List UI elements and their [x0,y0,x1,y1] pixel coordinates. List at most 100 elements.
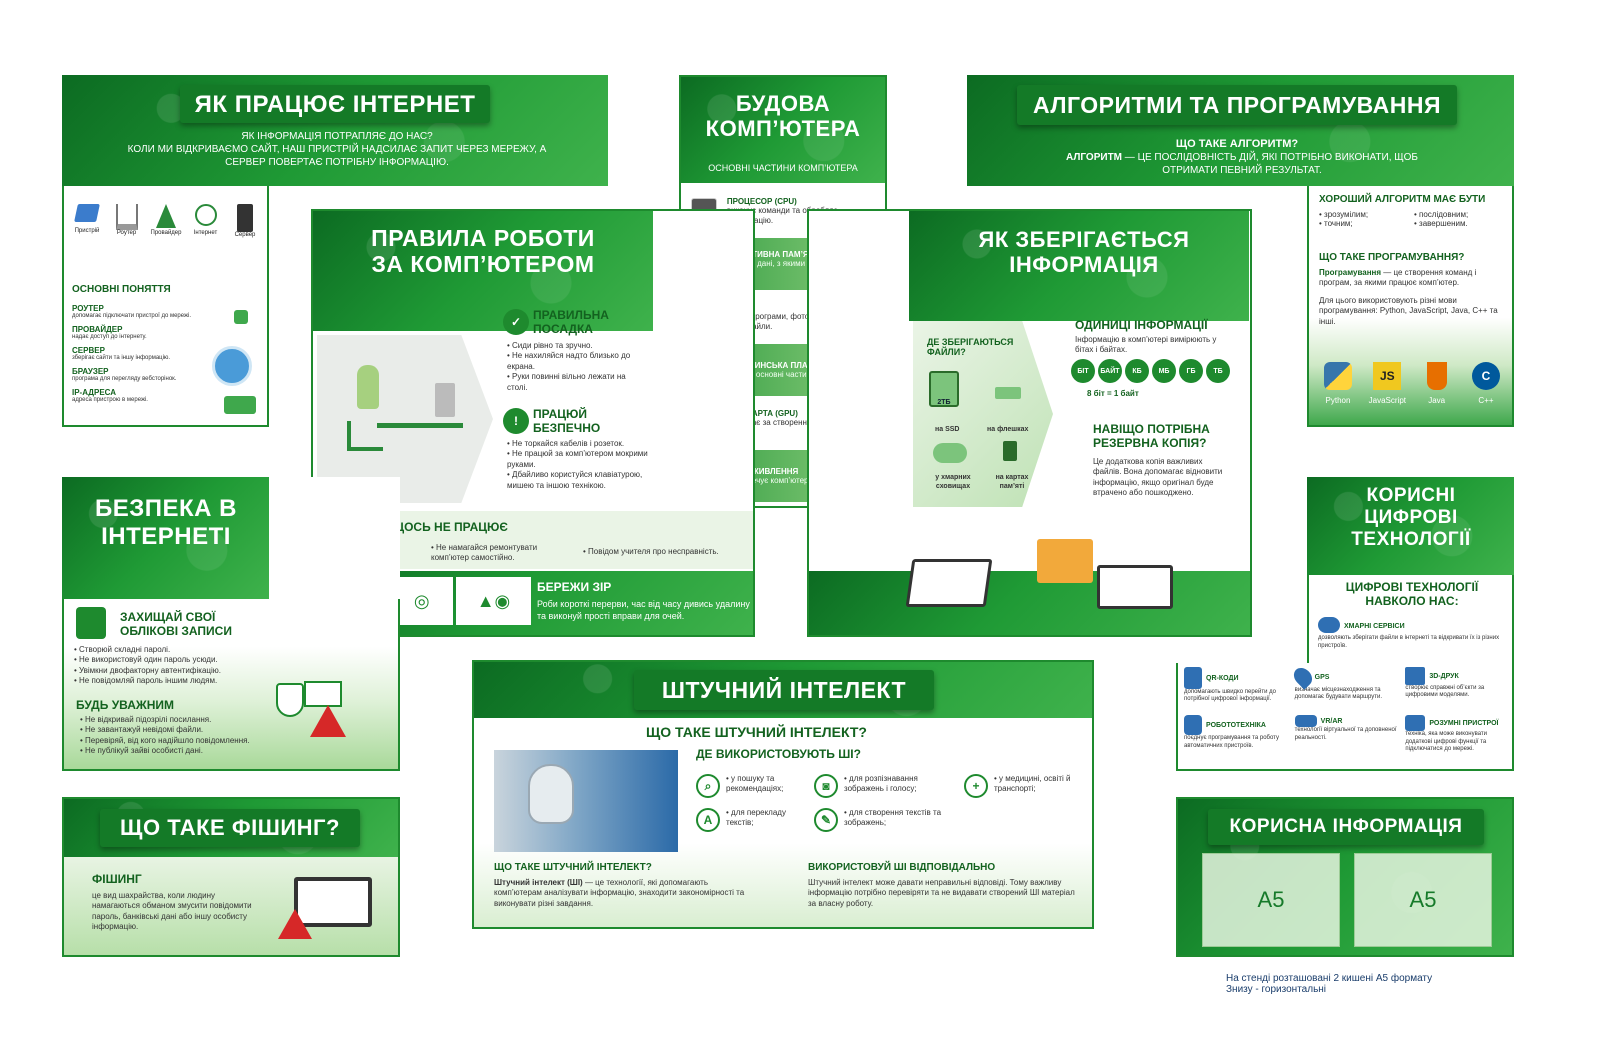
algo-title: Алгоритми та програмування [1017,85,1457,125]
pocket-right: A5 [1354,853,1492,947]
prog-title: Що таке програмування? [1319,252,1465,263]
broken-item-2: • Не намагайся ремонтувати комп’ютер сам… [431,543,538,563]
ai-what-def: — це технології, які допомагають комп’ют… [494,878,745,908]
usb-icon [995,387,1021,399]
camera-use-icon: ◙ [814,774,838,798]
backup-text: Це додаткова копія важливих файлів. Вона… [1093,457,1223,498]
concept-desc: програма для перегляду вебсторінок. [72,376,177,382]
router-icon [115,204,138,230]
careful-list: • Не відкривай підозрілі посилання. • Не… [80,715,300,757]
panel-storage: Як зберігається інформація Де зберігають… [807,209,1252,637]
ai-where: Де використовують ШІ? [696,747,861,761]
safety-item: • Не торкайся кабелів і розеток. [507,439,625,448]
careful-item: • Не завантажуй невідомі файли. [80,725,204,735]
gps-icon [1289,664,1316,690]
tech-desc: створює справжні об’єкти за цифровими мо… [1405,685,1485,699]
python-item: Python [1315,362,1361,405]
accounts-title: Захищай свої облікові записи [120,610,232,638]
concept-desc: допомагає підключати пристрої до мережі. [72,313,192,319]
unit-tb: ТБ [1206,359,1230,383]
where-box [913,321,1053,507]
concept-item: Роутердопомагає підключати пристрої до м… [72,304,202,319]
security-white-top [269,477,400,599]
router-node: Роутер [108,204,146,238]
part-name: Блок живлення [727,466,799,476]
security-title: Безпека в інтернеті [94,495,238,550]
internet-node: Інтернет [187,204,225,238]
good-item: • зрозумілим; [1319,210,1369,219]
laptop-right-icon [1097,565,1173,609]
tech-smart: Розумні пристроїтехніка, яка може викону… [1405,715,1508,753]
concepts-title: Основні поняття [72,284,171,295]
good-algo-title: Хороший алгоритм має бути [1319,194,1486,205]
algo-def-term: Алгоритм [1066,152,1123,163]
phishing-desc: це вид шахрайства, коли людину намагають… [92,891,252,932]
chain-label: Роутер [116,230,137,236]
ai-title: Штучний інтелект [634,670,934,710]
build-header [681,77,885,183]
info-note: На стенді розташовані 2 кишені А5 формат… [1226,973,1433,995]
posture-icon: ✓ [503,309,529,335]
ai-use-5: • для створення текстів та зображень; [844,808,942,828]
smart-device-icon [1405,715,1426,732]
panel-security: Безпека в інтернеті Захищай свої обліков… [62,477,400,771]
info-title: Корисна інформація [1208,809,1484,845]
posture-item: • Не нахиляйся надто близько до екрана. [507,351,631,371]
tech-desc: допомагають швидко перейти до потрібної … [1184,689,1276,703]
algo-body: Хороший алгоритм має бути • зрозумілим;•… [1307,186,1514,427]
broken-item-3: • Повідом учителя про несправність. [583,547,719,556]
shield-icon [276,683,304,717]
safety-item: • Дбайливо користуйся клавіатурою, мишею… [507,470,643,490]
where-card: на картах пам’яті [995,474,1029,491]
rules-title: Правила роботи за комп’ютером [371,225,595,278]
cloud-service-icon [1318,617,1340,633]
unit-gb: ГБ [1179,359,1203,383]
byte-equation: 8 біт = 1 байт [1087,389,1139,398]
robot-head-icon [528,764,574,824]
cloud-title: Хмарні сервіси [1344,623,1405,630]
app-icon [234,310,248,324]
unit-kb: КБ [1125,359,1149,383]
sdcard-icon [1003,441,1017,461]
where-ssd: на SSD [935,426,960,433]
ai-robot-image [494,750,678,852]
posture-title: Правильна посадка [533,308,609,336]
eye-exercise-2-icon: ◎ [390,577,453,625]
concept-term: Сервер [72,346,105,355]
unit-byte: байт [1098,359,1122,383]
unit-mb: МБ [1152,359,1176,383]
eye-exercise-3-icon: ▲◉ [456,577,531,625]
device-icon [74,204,100,222]
tower-icon [156,204,176,228]
folder-icon [1037,539,1093,583]
vr-icon [1294,715,1317,728]
tech-name: 3D-друк [1429,672,1459,680]
ai-responsible-title: Використовуй ШІ відповідально [808,862,996,873]
java-icon [1426,362,1447,390]
part-desc: з’єднує основні частини комп’ютера. [727,369,863,379]
concepts-list: Роутердопомагає підключати пристрої до м… [72,304,202,403]
pen-use-icon: ✎ [814,808,838,832]
storage-bottom-band [809,571,1250,635]
robot-icon [1184,715,1202,736]
backup-title: Навіщо потрібна резервна копія? [1093,422,1210,450]
cpp-icon: C [1471,362,1500,390]
units-text: Інформацію в комп’ютері вимірюють у біта… [1075,335,1217,355]
build-subtitle: Основні частини комп’ютера [708,163,858,173]
digital-grid: QR-кодидопомагають швидко перейти до пот… [1184,664,1508,753]
panel-digital: Корисні цифрові технології Цифрові техно… [1176,477,1514,771]
ai-question: Що таке штучний інтелект? [646,724,867,740]
tech-desc: техніка, яка може виконувати додаткові ц… [1405,731,1488,752]
digital-body-top [1307,575,1514,663]
chain-label: Провайдер [150,230,182,236]
units-title: Одиниці інформації [1075,318,1208,332]
laptop-left-icon [905,559,993,607]
laptops-illustration [905,529,1179,623]
lang-label: Java [1428,396,1446,405]
where-usb: на флешках [987,426,1029,433]
prog-term: Програмування [1319,268,1382,277]
accounts-item: • Створюй складні паролі. [74,645,171,654]
lang-label: Python [1325,396,1351,405]
